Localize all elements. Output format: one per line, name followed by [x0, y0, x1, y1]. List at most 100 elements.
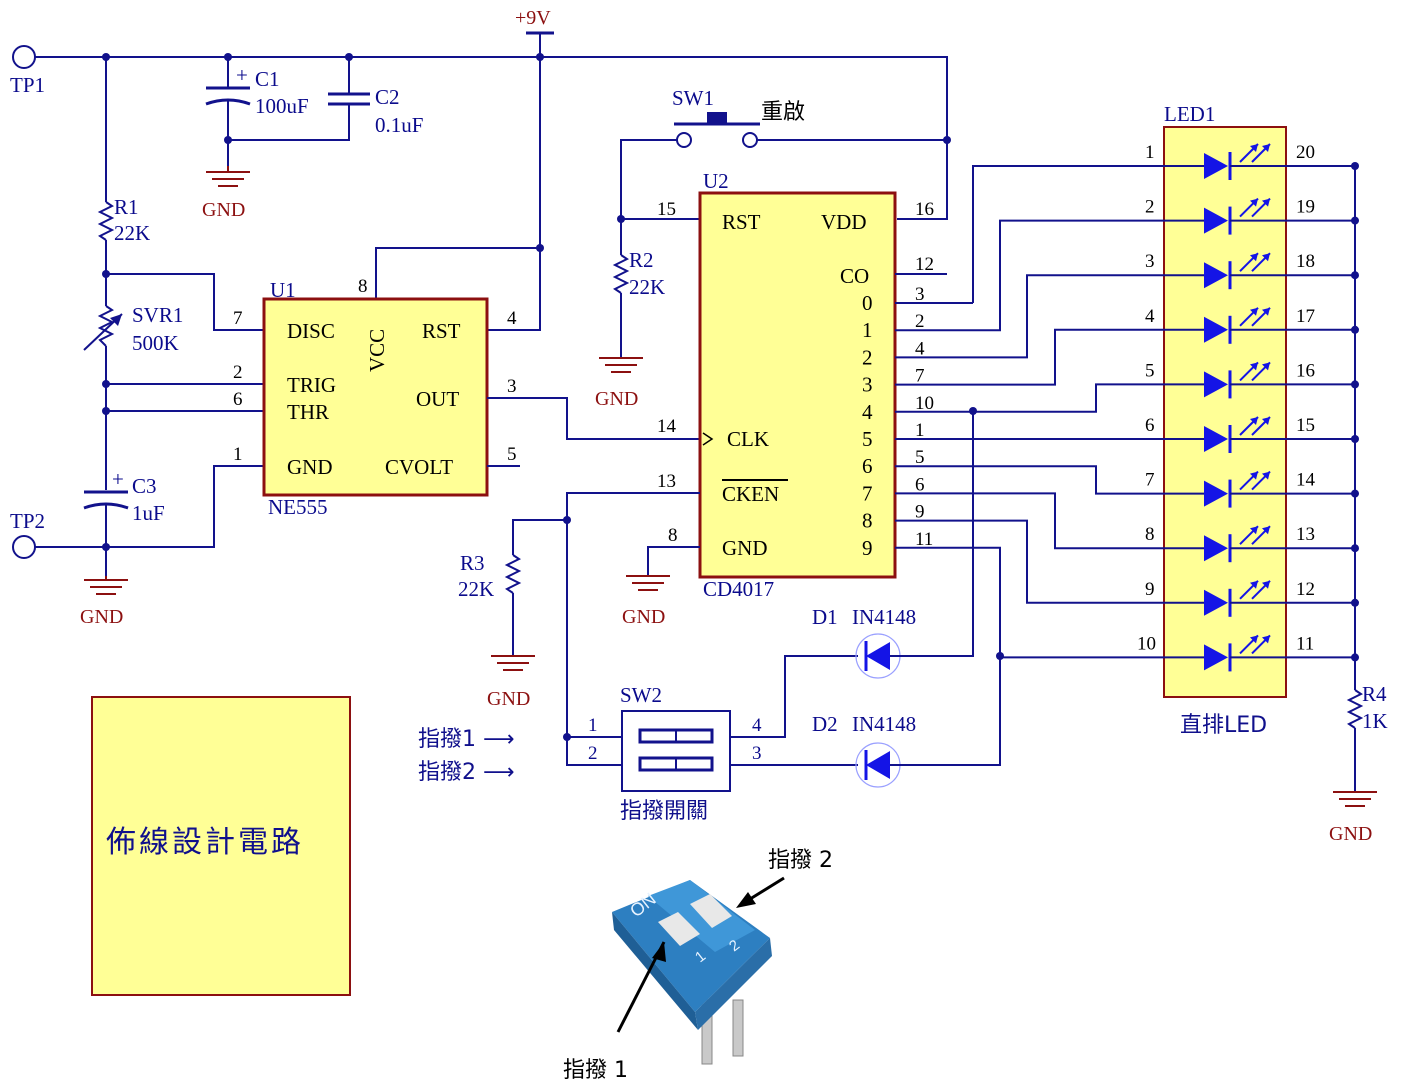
svg-text:12: 12 [915, 254, 934, 275]
r3-ref: R3 [460, 551, 485, 575]
u2-output-pin-number: 1 [915, 420, 925, 441]
led-light-arrowhead [1262, 471, 1270, 480]
led-right-pin: 20 [1296, 142, 1315, 163]
u2-output-label: 7 [862, 481, 873, 505]
led-light-arrowhead [1250, 635, 1258, 644]
svg-text:2: 2 [588, 743, 598, 764]
svg-text:RST: RST [722, 210, 761, 234]
sw2-ref: SW2 [620, 683, 662, 707]
led-diode [1204, 480, 1228, 507]
svg-text:16: 16 [915, 199, 934, 220]
u1-part: NE555 [268, 495, 328, 519]
led-light-arrowhead [1262, 635, 1270, 644]
dip1-arrow-label: 指撥1 ⟶ [418, 727, 515, 752]
r3-value: 22K [458, 577, 494, 601]
u2-output-pin-number: 5 [915, 447, 925, 468]
led-light-arrowhead [1262, 253, 1270, 262]
u2-ref: U2 [703, 169, 729, 193]
svg-text:GND: GND [487, 688, 530, 710]
svg-text:DISC: DISC [287, 319, 335, 343]
d1-diode: D1 IN4148 [812, 411, 974, 679]
d1-part: IN4148 [852, 605, 916, 629]
u2-cd4017: U2 CD4017 RST VDD CO CLK CKEN GND 15 16 … [622, 169, 973, 628]
sw1-label: 重啟 [761, 100, 805, 125]
led-left-pin: 6 [1145, 415, 1155, 436]
tp1-terminal[interactable] [12, 45, 36, 69]
svg-text:RST: RST [422, 319, 461, 343]
tp2-label: TP2 [10, 509, 45, 533]
led-light-arrowhead [1250, 253, 1258, 262]
sw2-dip-switch[interactable] [621, 710, 731, 792]
dip-switch-photo: ON 1 2 指撥 1 指撥 2 [563, 848, 833, 1083]
led-right-pin: 16 [1296, 360, 1315, 381]
r2-resistor: R2 22K GND [595, 215, 665, 410]
u2-output-label: 2 [862, 345, 873, 369]
led-left-pin: 8 [1145, 524, 1155, 545]
led-left-pin: 5 [1145, 360, 1155, 381]
led-light-arrowhead [1262, 362, 1270, 371]
led-diode [1204, 153, 1228, 179]
led-right-pin: 15 [1296, 415, 1315, 436]
u2-output-label: 6 [862, 454, 873, 478]
svg-text:7: 7 [233, 308, 243, 329]
led-row: 6 15 [973, 415, 1359, 453]
svg-text:GND: GND [1329, 823, 1372, 845]
c1-ref: C1 [255, 67, 280, 91]
r4-value: 1K [1362, 709, 1388, 733]
led-feed-wire [972, 165, 1204, 303]
led-feed-wire [973, 219, 1204, 332]
u2-output-pin-number: 10 [915, 393, 934, 414]
svg-text:CO: CO [840, 264, 869, 288]
photo-label-1: 指撥 1 [563, 1058, 628, 1083]
led-feed-wire [973, 492, 1204, 550]
c1-value: 100uF [255, 94, 309, 118]
u2-output-pin-number: 2 [915, 311, 925, 332]
timing-network: R1 22K SVR1 500K + C3 1uF TP2 GND [10, 57, 264, 628]
svg-text:14: 14 [657, 416, 677, 437]
photo-label-2: 指撥 2 [768, 848, 833, 873]
svg-text:+: + [112, 467, 124, 491]
sw1-reset-switch[interactable]: SW1 重啟 [620, 86, 951, 220]
tp2-terminal[interactable] [12, 535, 36, 559]
led-right-pin: 11 [1296, 633, 1314, 654]
u2-output-pin-number: 4 [915, 338, 925, 359]
svg-text:VCC: VCC [365, 329, 389, 372]
u2-output-label: 0 [862, 291, 873, 315]
svg-text:GND: GND [722, 536, 768, 560]
led-right-pin: 19 [1296, 197, 1315, 218]
svg-text:1: 1 [233, 444, 243, 465]
d2-part: IN4148 [852, 712, 916, 736]
led-left-pin: 4 [1145, 306, 1155, 327]
svg-text:CVOLT: CVOLT [385, 455, 453, 479]
svg-text:1: 1 [588, 715, 598, 736]
led-right-pin: 13 [1296, 524, 1315, 545]
led-feed-wire [973, 383, 1204, 413]
led-left-pin: 7 [1145, 470, 1155, 491]
led-light-arrowhead [1250, 526, 1258, 535]
led-diode [1204, 207, 1228, 234]
svg-text:CLK: CLK [727, 427, 769, 451]
svg-text:8: 8 [668, 525, 678, 546]
u2-output-pin-number: 3 [915, 284, 925, 305]
svg-text:8: 8 [358, 276, 368, 297]
led-light-arrowhead [1250, 198, 1258, 207]
u2-output-label: 9 [862, 536, 873, 560]
led-row: 5 16 [973, 360, 1359, 413]
c2-value: 0.1uF [375, 113, 423, 137]
led-left-pin: 10 [1137, 633, 1156, 654]
led-feed-wire [973, 546, 1204, 659]
u1-ref: U1 [270, 278, 296, 302]
design-box: 佈線設計電路 [91, 696, 351, 996]
dip2-arrow-label: 指撥2 ⟶ [418, 760, 515, 785]
led-feed-wire [973, 465, 1204, 495]
d2-ref: D2 [812, 712, 838, 736]
u1-ne555: U1 NE555 DISC TRIG THR GND RST OUT CVOLT… [233, 276, 700, 519]
r2-ref: R2 [629, 248, 654, 272]
led-light-arrowhead [1250, 144, 1258, 152]
svg-text:OUT: OUT [416, 387, 459, 411]
c2-capacitor: C2 0.1uF [224, 57, 423, 144]
u2-output-label: 4 [862, 400, 873, 424]
led-diode [1204, 316, 1228, 343]
